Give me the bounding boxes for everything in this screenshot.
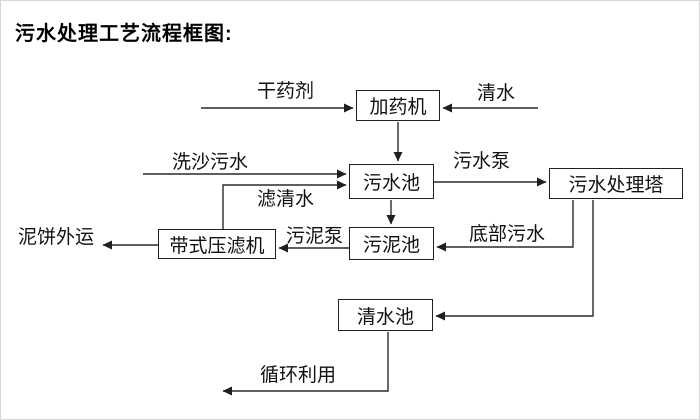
- arrow-filtered-water: [222, 180, 347, 229]
- edge-label-sludge-pump: 污泥泵: [286, 226, 344, 247]
- edge-label-mud-cake-out: 泥饼外运: [18, 227, 95, 248]
- edge-label-filtered-water: 滤清水: [257, 189, 315, 210]
- diagram-title: 污水处理工艺流程框图:: [15, 23, 233, 45]
- edge-label-clean-water: 清水: [477, 83, 516, 104]
- node-dosing-machine: 加药机: [356, 90, 440, 121]
- node-sewage-pool: 污水池: [349, 164, 434, 199]
- node-belt-filter-press: 带式压滤机: [158, 229, 276, 259]
- arrow-recycle: [222, 332, 389, 396]
- arrow-bottom-sewage: [436, 200, 574, 252]
- edge-label-dry-chemical: 干药剂: [257, 81, 315, 102]
- arrow-tower-to-cleanpool: [435, 200, 594, 321]
- node-clean-water-pool: 清水池: [338, 299, 433, 331]
- edge-label-sewage-pump: 污水泵: [453, 151, 511, 172]
- node-treatment-tower: 污水处理塔: [549, 168, 683, 199]
- edge-label-recycle: 循环利用: [260, 365, 337, 386]
- edge-label-sand-washing-sewage: 洗沙污水: [172, 152, 249, 173]
- edge-label-bottom-sewage: 底部污水: [469, 224, 546, 245]
- node-sludge-pool: 污泥池: [349, 227, 434, 260]
